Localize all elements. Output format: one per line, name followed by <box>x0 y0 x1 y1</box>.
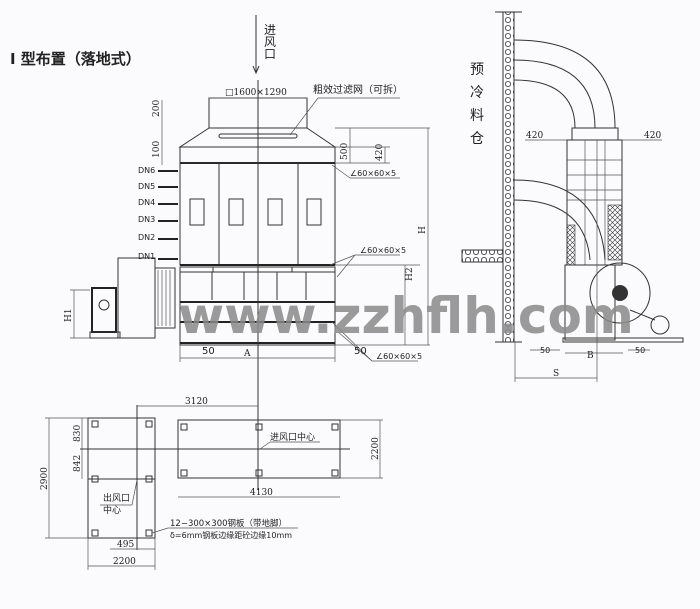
dim-4130: 4130 <box>250 488 273 498</box>
dim-842: 842 <box>73 455 83 472</box>
dim-A: A <box>243 349 251 359</box>
bin-label-2: 冷 <box>470 85 484 101</box>
top-box-size: □1600×1290 <box>225 88 287 98</box>
inlet-label-2: 风 <box>264 35 276 49</box>
dim-right-420: 420 <box>644 131 661 141</box>
bin-label-4: 仓 <box>470 131 484 147</box>
dim-H1: H1 <box>64 308 74 322</box>
dim-100: 100 <box>152 141 162 158</box>
dim-left-50: 50 <box>202 346 215 357</box>
watermark: www.zzhflh.com <box>178 287 634 345</box>
dim-S: S <box>553 369 559 379</box>
dim-side-left-50: 50 <box>540 346 550 355</box>
pipe-label-dn3: DN3 <box>138 215 155 224</box>
pipe-labels: DN6 DN5 DN4 DN3 DN2 DN1 <box>138 166 155 261</box>
dim-495: 495 <box>117 540 134 550</box>
dim-side-right-50: 50 <box>635 346 645 355</box>
pipe-label-dn2: DN2 <box>138 233 155 242</box>
inlet-center-label: 进风口中心 <box>270 431 315 443</box>
dim-H: H <box>418 226 428 234</box>
layout-title: I 型布置（落地式） <box>10 50 141 68</box>
pipe-label-dn1: DN1 <box>138 252 155 261</box>
dim-830: 830 <box>73 425 83 442</box>
plate-note-1: 12−300×300钢板（带地脚） <box>170 518 287 529</box>
dim-500: 500 <box>340 143 350 160</box>
dim-420: 420 <box>375 144 385 161</box>
inlet-label-1: 进 <box>264 23 276 37</box>
pipe-label-dn5: DN5 <box>138 182 155 191</box>
plate-note-2: δ=6mm钢板边缘距砼边缘10mm <box>170 530 292 540</box>
filter-label: 粗效过滤网（可拆） <box>313 83 403 96</box>
dim-left-420: 420 <box>526 131 543 141</box>
angle-steel-label-3: ∠60×60×5 <box>376 352 422 361</box>
angle-steel-label-1: ∠60×60×5 <box>350 169 396 178</box>
dim-3120: 3120 <box>185 397 208 407</box>
side-elevation <box>461 11 684 382</box>
dim-2200-right: 2200 <box>371 437 381 460</box>
dim-2900: 2900 <box>40 467 50 490</box>
pipe-label-dn4: DN4 <box>138 198 155 207</box>
front-elevation <box>70 80 430 490</box>
dim-200: 200 <box>152 100 162 117</box>
outlet-center-label-1: 出风口 <box>103 492 130 504</box>
dim-B: B <box>587 351 594 361</box>
bin-label-1: 预 <box>470 62 484 78</box>
dim-H2: H2 <box>405 267 415 281</box>
dim-right-50: 50 <box>354 346 367 357</box>
inlet-label-3: 口 <box>264 47 276 61</box>
pipe-label-dn6: DN6 <box>138 166 155 175</box>
bin-label-3: 料 <box>470 108 484 124</box>
dim-2200-bottom: 2200 <box>113 557 136 567</box>
outlet-center-label-2: 中心 <box>103 504 121 516</box>
inlet-arrow <box>252 15 260 75</box>
angle-steel-label-2: ∠60×60×5 <box>360 246 406 255</box>
plan-view <box>45 405 383 570</box>
